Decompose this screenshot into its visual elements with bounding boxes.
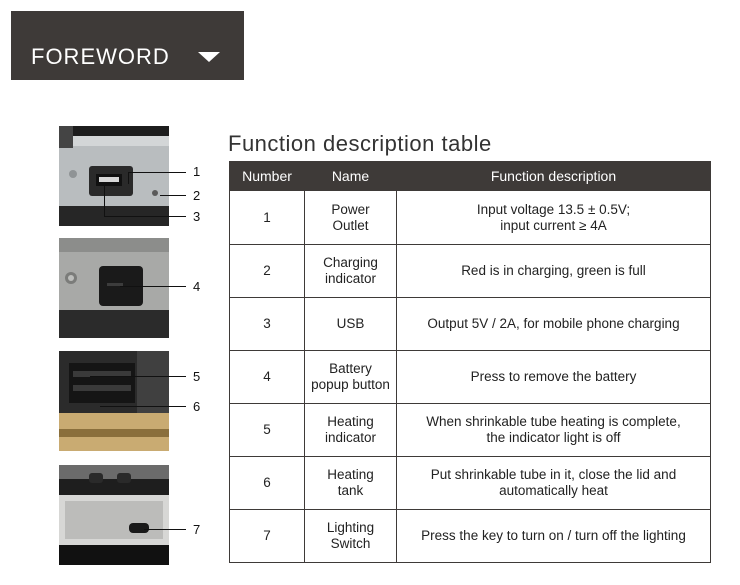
callout-line-1	[128, 172, 186, 173]
table-row: 1 Power Outlet Input voltage 13.5 ± 0.5V…	[229, 190, 711, 245]
column-header-description: Function description	[396, 161, 711, 191]
row-description: Red is in charging, green is full	[396, 244, 711, 298]
callout-number-1: 1	[193, 164, 201, 179]
callout-line-4	[120, 286, 186, 287]
callout-line-6	[100, 406, 186, 407]
callout-number-7: 7	[193, 522, 201, 537]
lighting-switch-image	[59, 465, 169, 565]
row-number: 3	[229, 297, 305, 351]
heating-tank-image	[59, 351, 169, 451]
row-description: When shrinkable tube heating is complete…	[396, 403, 711, 457]
row-description: Press to remove the battery	[396, 350, 711, 404]
row-number: 1	[229, 190, 305, 245]
row-name: Battery popup button	[304, 350, 397, 404]
table-row: 5 Heating indicator When shrinkable tube…	[229, 403, 711, 457]
callout-number-4: 4	[193, 279, 201, 294]
row-number: 6	[229, 456, 305, 510]
caret-down-icon[interactable]	[197, 51, 220, 62]
row-number: 7	[229, 509, 305, 563]
callout-line-3	[104, 216, 186, 217]
row-number: 5	[229, 403, 305, 457]
table-row: 2 Charging indicator Red is in charging,…	[229, 244, 711, 298]
row-name: Heating indicator	[304, 403, 397, 457]
callout-number-5: 5	[193, 369, 201, 384]
row-description: Input voltage 13.5 ± 0.5V; input current…	[396, 190, 711, 245]
callout-number-3: 3	[193, 209, 201, 224]
foreword-title: FOREWORD	[31, 43, 170, 69]
row-name: Charging indicator	[304, 244, 397, 298]
row-number: 2	[229, 244, 305, 298]
photo-battery-button	[59, 238, 169, 338]
foreword-header[interactable]: FOREWORD	[11, 11, 244, 80]
table-row: 3 USB Output 5V / 2A, for mobile phone c…	[229, 297, 711, 351]
function-description-table: Number Name Function description 1 Power…	[229, 161, 711, 563]
table-header-row: Number Name Function description	[229, 161, 711, 191]
callout-line-3-v	[104, 184, 105, 216]
row-description: Put shrinkable tube in it, close the lid…	[396, 456, 711, 510]
callout-line-7	[144, 529, 186, 530]
row-name: USB	[304, 297, 397, 351]
row-name: Power Outlet	[304, 190, 397, 245]
table-title: Function description table	[228, 131, 492, 156]
callout-line-2	[160, 195, 186, 196]
table-row: 6 Heating tank Put shrinkable tube in it…	[229, 456, 711, 510]
photo-heating-tank	[59, 351, 169, 451]
table-row: 7 Lighting Switch Press the key to turn …	[229, 509, 711, 563]
column-header-number: Number	[229, 161, 305, 191]
row-name: Lighting Switch	[304, 509, 397, 563]
callout-number-2: 2	[193, 188, 201, 203]
device-side-panel-image	[59, 126, 169, 226]
callout-line-5	[90, 376, 186, 377]
row-description: Output 5V / 2A, for mobile phone chargin…	[396, 297, 711, 351]
photo-lighting-switch	[59, 465, 169, 565]
callout-number-6: 6	[193, 399, 201, 414]
row-description: Press the key to turn on / turn off the …	[396, 509, 711, 563]
callout-line-1-v	[128, 172, 129, 184]
column-header-name: Name	[304, 161, 397, 191]
row-name: Heating tank	[304, 456, 397, 510]
photo-power-outlet-usb	[59, 126, 169, 226]
row-number: 4	[229, 350, 305, 404]
table-row: 4 Battery popup button Press to remove t…	[229, 350, 711, 404]
battery-button-image	[59, 238, 169, 338]
